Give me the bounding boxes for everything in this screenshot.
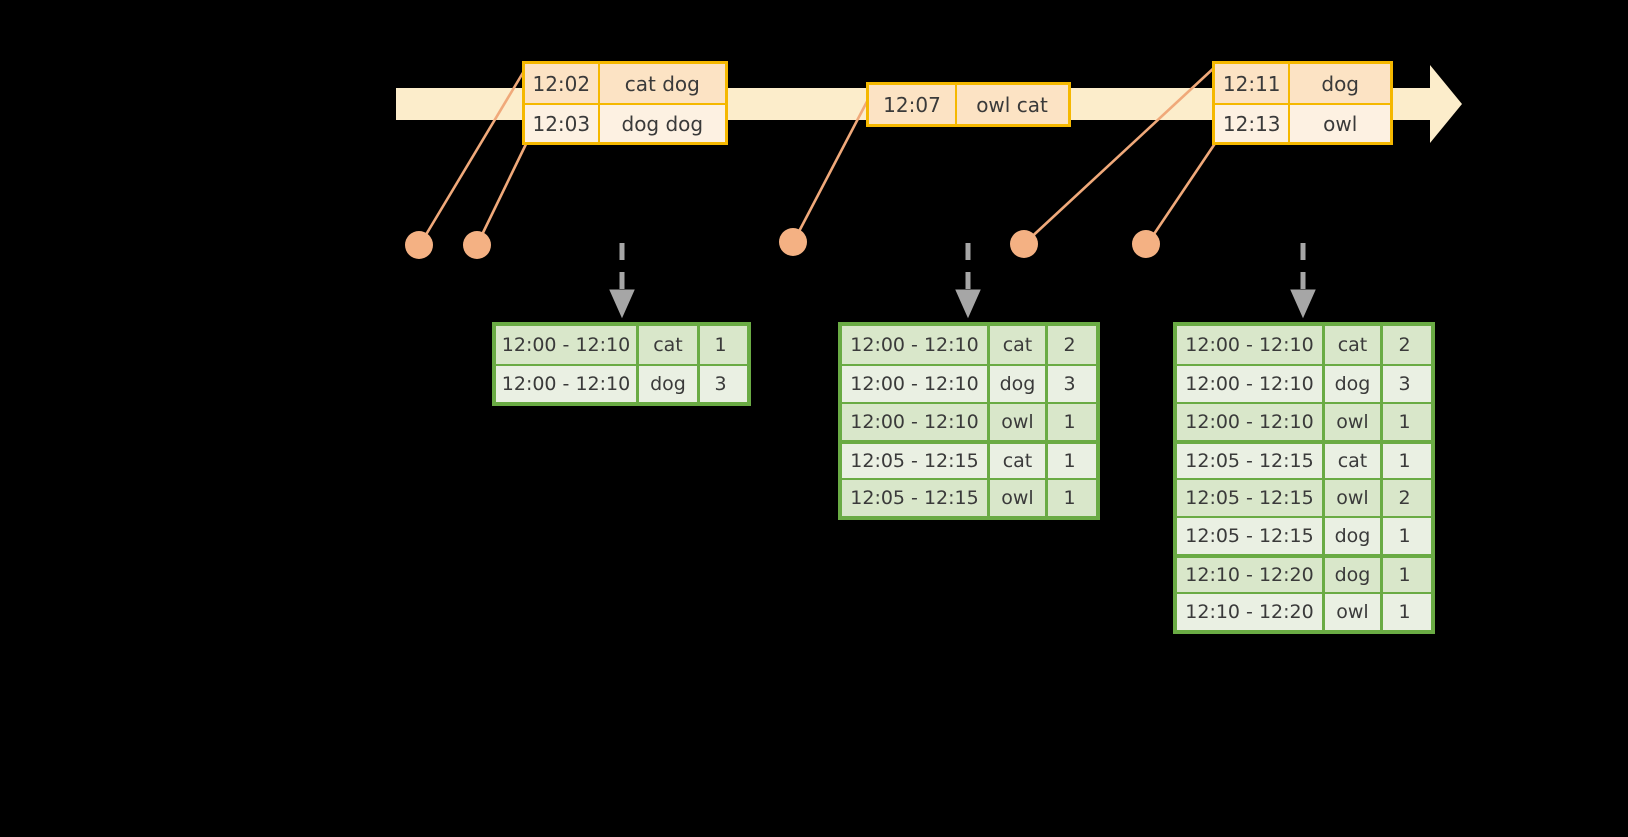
connector-1 [419,65,529,244]
event-time: 12:02 [525,64,600,103]
event-row[interactable]: 12:02 cat dog [525,64,725,103]
count-cell: 3 [714,373,727,395]
window-cell: 12:00 - 12:10 [842,404,990,440]
flow-arrows [609,243,1316,319]
event-payload: owl [1323,111,1358,136]
table-row[interactable]: 12:00 - 12:10 cat 1 [496,326,747,364]
key-cell: dog [1325,518,1383,554]
key-cell: owl [990,480,1048,516]
key-cell: dog [1325,366,1383,402]
event-dots [405,228,1160,259]
count-cell: 3 [1063,373,1076,395]
key-cell: dog [990,366,1048,402]
table-row[interactable]: 12:00 - 12:10 dog 3 [496,364,747,402]
event-time: 12:03 [525,105,600,142]
flow-arrow-3 [1290,243,1316,319]
event-time: 12:11 [1215,64,1291,103]
count-cell: 1 [1398,411,1411,433]
count-cell: 2 [1398,487,1411,509]
count-cell: 1 [1063,450,1076,472]
table-row[interactable]: 12:05 - 12:15 owl 1 [842,478,1096,516]
event-row[interactable]: 12:11 dog [1215,64,1390,103]
count-cell: 1 [1063,487,1076,509]
count-cell: 1 [1398,450,1411,472]
key-cell: cat [990,444,1048,478]
event-row[interactable]: 12:03 dog dog [525,103,725,142]
window-cell: 12:00 - 12:10 [842,326,990,364]
connector-2 [476,141,529,244]
key-cell: owl [1325,404,1383,440]
window-cell: 12:05 - 12:15 [1177,518,1325,554]
event-dot-2 [463,231,491,259]
count-cell: 3 [1398,373,1411,395]
event-time: 12:13 [1215,105,1291,142]
table-row[interactable]: 12:00 - 12:10 dog 3 [842,364,1096,402]
window-cell: 12:00 - 12:10 [1177,366,1325,402]
count-cell: 2 [1398,334,1411,356]
key-cell: dog [1325,558,1383,592]
key-cell: cat [990,326,1048,364]
key-cell: owl [1325,594,1383,630]
event-payload: dog [1321,71,1360,96]
flow-arrow-1 [609,243,635,319]
event-payload: owl cat [976,92,1048,117]
count-cell: 1 [1398,564,1411,586]
window-cell: 12:00 - 12:10 [496,326,639,364]
event-group-2[interactable]: 12:07 owl cat [866,82,1071,127]
window-cell: 12:00 - 12:10 [1177,326,1325,364]
key-cell: dog [639,366,700,402]
table-row[interactable]: 12:00 - 12:10 owl 1 [1177,402,1431,440]
window-cell: 12:05 - 12:15 [1177,444,1325,478]
event-payload: dog dog [621,111,704,136]
event-group-1[interactable]: 12:02 cat dog 12:03 dog dog [522,61,728,145]
event-time: 12:07 [869,85,957,124]
window-cell: 12:10 - 12:20 [1177,594,1325,630]
count-cell: 2 [1063,334,1076,356]
window-cell: 12:05 - 12:15 [1177,480,1325,516]
window-cell: 12:10 - 12:20 [1177,558,1325,592]
table-row[interactable]: 12:05 - 12:15 dog 1 [1177,516,1431,554]
event-dot-5 [1132,230,1160,258]
table-row[interactable]: 12:10 - 12:20 owl 1 [1177,592,1431,630]
table-row[interactable]: 12:05 - 12:15 owl 2 [1177,478,1431,516]
table-row[interactable]: 12:00 - 12:10 cat 2 [842,326,1096,364]
window-cell: 12:05 - 12:15 [842,480,990,516]
count-cell: 1 [1398,525,1411,547]
connector-5 [1146,141,1218,244]
result-table-3[interactable]: 12:00 - 12:10 cat 2 12:00 - 12:10 dog 3 … [1173,322,1435,634]
key-cell: cat [1325,444,1383,478]
key-cell: cat [1325,326,1383,364]
table-row[interactable]: 12:00 - 12:10 owl 1 [842,402,1096,440]
key-cell: owl [1325,480,1383,516]
connector-3 [792,91,874,242]
event-row[interactable]: 12:07 owl cat [869,85,1068,124]
key-cell: owl [990,404,1048,440]
table-row[interactable]: 12:00 - 12:10 cat 2 [1177,326,1431,364]
event-dot-1 [405,231,433,259]
result-table-1[interactable]: 12:00 - 12:10 cat 1 12:00 - 12:10 dog 3 [492,322,751,406]
event-dot-4 [1010,230,1038,258]
window-cell: 12:00 - 12:10 [842,366,990,402]
table-row[interactable]: 12:05 - 12:15 cat 1 [842,440,1096,478]
event-payload: cat dog [624,71,700,96]
table-row[interactable]: 12:05 - 12:15 cat 1 [1177,440,1431,478]
count-cell: 1 [1398,601,1411,623]
table-row[interactable]: 12:00 - 12:10 dog 3 [1177,364,1431,402]
count-cell: 1 [714,334,727,356]
window-cell: 12:00 - 12:10 [1177,404,1325,440]
table-row[interactable]: 12:10 - 12:20 dog 1 [1177,554,1431,592]
event-group-3[interactable]: 12:11 dog 12:13 owl [1212,61,1393,145]
flow-arrow-2 [955,243,981,319]
window-cell: 12:05 - 12:15 [842,444,990,478]
count-cell: 1 [1063,411,1076,433]
key-cell: cat [639,326,700,364]
window-cell: 12:00 - 12:10 [496,366,639,402]
result-table-2[interactable]: 12:00 - 12:10 cat 2 12:00 - 12:10 dog 3 … [838,322,1100,520]
event-row[interactable]: 12:13 owl [1215,103,1390,142]
event-dot-3 [779,228,807,256]
